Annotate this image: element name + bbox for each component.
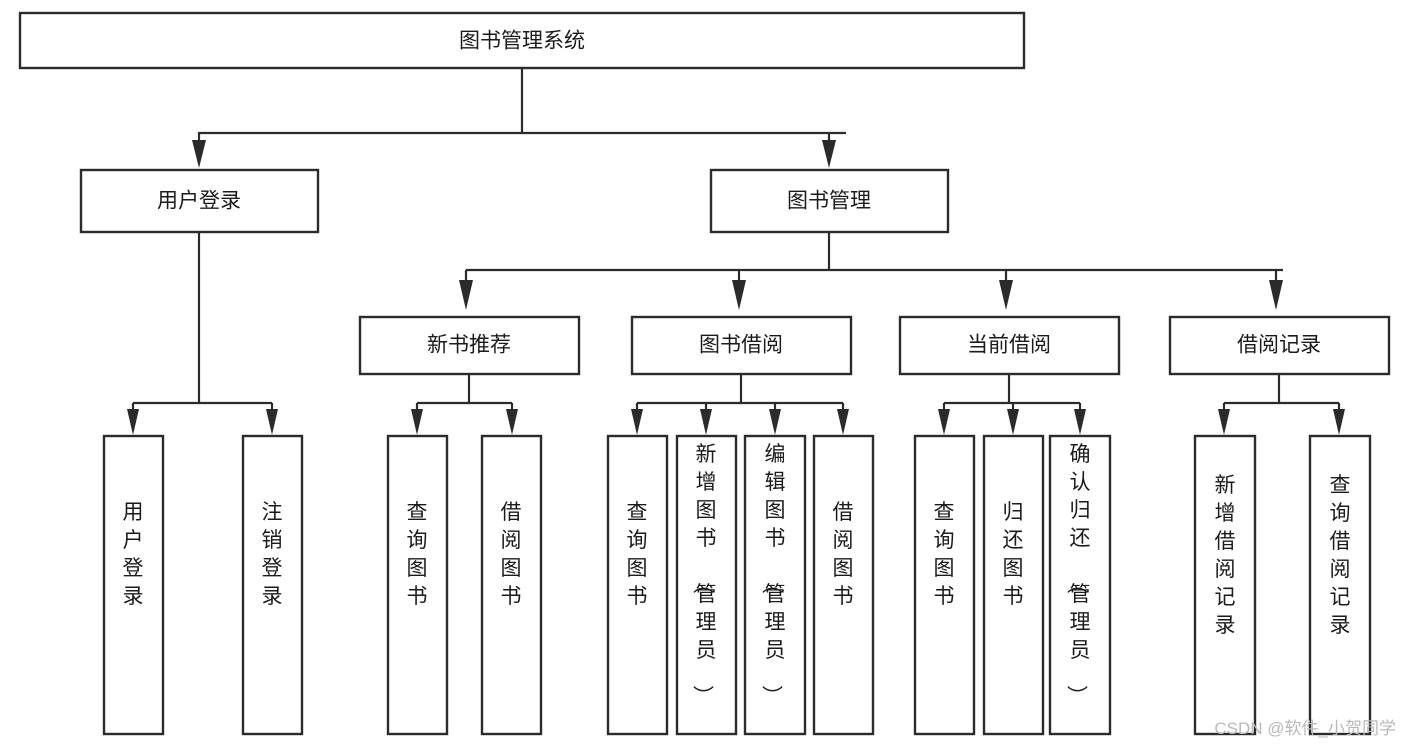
node-book-borrow-label: 图书借阅: [699, 334, 783, 357]
node-current-borrow-label: 当前借阅: [967, 334, 1051, 357]
node-leaf-add-book-label: 新增图书（管理员）: [691, 443, 717, 706]
node-leaf-return-book[interactable]: 归还图书: [982, 434, 1045, 736]
arrow-new-book-recommend: [459, 280, 473, 310]
node-leaf-query-book-2-box[interactable]: [606, 434, 669, 736]
arrow-leaf-borrow-book-1: [506, 409, 518, 435]
connector-layer: [127, 68, 1345, 435]
node-leaf-borrow-book-2-label: 借阅图书: [833, 501, 854, 608]
node-leaf-borrow-book-1[interactable]: 借阅图书: [480, 434, 543, 736]
node-leaf-query-book-3[interactable]: 查询图书: [913, 434, 976, 736]
node-leaf-add-book[interactable]: 新增图书（管理员）: [675, 434, 738, 736]
arrow-leaf-query-book-1: [411, 409, 423, 435]
node-leaf-query-book-1-label: 查询图书: [407, 501, 428, 608]
node-leaf-borrow-book-2-box[interactable]: [812, 434, 875, 736]
arrow-leaf-edit-book: [769, 409, 781, 435]
node-leaf-user-login-label: 用户登录: [123, 501, 144, 608]
node-new-book-recommend-box[interactable]: [358, 315, 581, 376]
arrow-borrow-record: [1269, 280, 1283, 310]
node-leaf-add-record-label: 新增借阅记录: [1215, 474, 1236, 637]
arrow-leaf-logout-login: [266, 409, 278, 435]
node-leaf-query-book-2[interactable]: 查询图书: [606, 434, 669, 736]
arrow-leaf-return-book: [1007, 409, 1019, 435]
node-leaf-query-book-3-box[interactable]: [913, 434, 976, 736]
node-borrow-record-box[interactable]: [1168, 315, 1391, 376]
node-leaf-confirm-return[interactable]: 确认归还（管理员）: [1048, 434, 1112, 736]
node-leaf-add-record-box[interactable]: [1193, 434, 1257, 736]
arrow-leaf-query-book-3: [938, 409, 950, 435]
node-borrow-record[interactable]: 借阅记录: [1168, 315, 1391, 376]
arrow-leaf-user-login: [127, 409, 139, 435]
node-leaf-borrow-book-1-box[interactable]: [480, 434, 543, 736]
node-leaf-query-record[interactable]: 查询借阅记录: [1308, 434, 1372, 736]
node-book-borrow-box[interactable]: [630, 315, 853, 376]
node-book-management[interactable]: 图书管理: [709, 168, 950, 234]
arrow-leaf-borrow-book-2: [837, 409, 849, 435]
node-user-login[interactable]: 用户登录: [79, 168, 320, 234]
node-leaf-edit-book-box[interactable]: [743, 434, 807, 736]
arrow-leaf-query-book-2: [631, 409, 643, 435]
node-leaf-edit-book[interactable]: 编辑图书（管理员）: [743, 434, 807, 736]
node-leaf-query-book-1-box[interactable]: [386, 434, 449, 736]
node-root-label: 图书管理系统: [459, 30, 585, 53]
node-leaf-query-record-label: 查询借阅记录: [1330, 474, 1351, 637]
node-book-borrow[interactable]: 图书借阅: [630, 315, 853, 376]
node-current-borrow[interactable]: 当前借阅: [898, 315, 1121, 376]
node-book-management-box[interactable]: [709, 168, 950, 234]
node-leaf-query-book-2-label: 查询图书: [627, 501, 648, 608]
node-current-borrow-box[interactable]: [898, 315, 1121, 376]
node-user-login-box[interactable]: [79, 168, 320, 234]
arrow-leaf-add-book: [700, 409, 712, 435]
node-leaf-logout-login-label: 注销登录: [262, 501, 283, 608]
node-new-book-recommend-label: 新书推荐: [427, 334, 511, 357]
node-leaf-edit-book-label: 编辑图书（管理员）: [760, 443, 786, 706]
node-leaf-add-book-box[interactable]: [675, 434, 738, 736]
node-user-login-label: 用户登录: [157, 190, 241, 213]
arrow-book-borrow: [732, 280, 746, 310]
node-leaf-query-record-box[interactable]: [1308, 434, 1372, 736]
node-leaf-add-record[interactable]: 新增借阅记录: [1193, 434, 1257, 736]
node-leaf-query-book-3-label: 查询图书: [934, 501, 955, 608]
node-leaf-logout-login[interactable]: 注销登录: [241, 434, 304, 736]
node-root-box[interactable]: [18, 11, 1026, 70]
node-leaf-borrow-book-2[interactable]: 借阅图书: [812, 434, 875, 736]
node-borrow-record-label: 借阅记录: [1237, 334, 1321, 357]
csdn-watermark: CSDN @软件_小贺同学: [1214, 719, 1396, 738]
node-leaf-logout-login-box[interactable]: [241, 434, 304, 736]
node-new-book-recommend[interactable]: 新书推荐: [358, 315, 581, 376]
node-leaf-query-book-1[interactable]: 查询图书: [386, 434, 449, 736]
node-leaf-confirm-return-box[interactable]: [1048, 434, 1112, 736]
arrow-book-management: [822, 140, 836, 168]
arrow-leaf-confirm-return: [1074, 409, 1086, 435]
arrow-user-login: [192, 140, 206, 168]
node-book-management-label: 图书管理: [787, 190, 871, 213]
node-leaf-user-login[interactable]: 用户登录: [102, 434, 165, 736]
node-leaf-confirm-return-label: 确认归还（管理员）: [1065, 443, 1091, 706]
arrow-leaf-add-record: [1218, 409, 1230, 435]
arrow-leaf-query-record: [1333, 409, 1345, 435]
node-leaf-return-book-label: 归还图书: [1003, 501, 1024, 608]
arrow-current-borrow: [999, 280, 1013, 310]
node-root[interactable]: 图书管理系统: [18, 11, 1026, 70]
node-leaf-return-book-box[interactable]: [982, 434, 1045, 736]
node-leaf-borrow-book-1-label: 借阅图书: [501, 501, 522, 608]
node-leaf-user-login-box[interactable]: [102, 434, 165, 736]
